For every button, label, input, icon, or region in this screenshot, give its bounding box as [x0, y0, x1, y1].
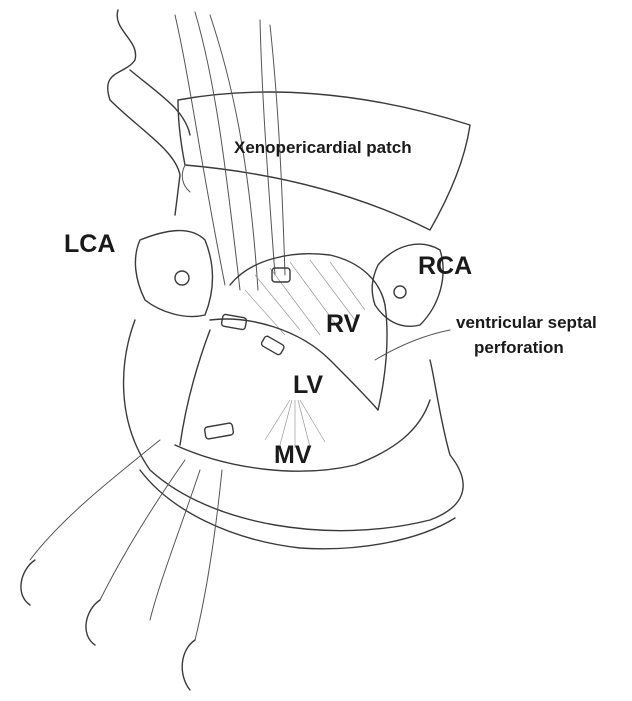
- mv-label: MV: [274, 443, 312, 468]
- suture-7: [100, 460, 185, 600]
- suture-6: [30, 440, 160, 560]
- rca-ostium: [394, 286, 406, 298]
- vsp-label-line2: perforation: [474, 339, 564, 356]
- hook-3: [182, 640, 195, 690]
- hook-2: [86, 600, 100, 645]
- pledget-1: [221, 314, 247, 330]
- xenopericardial-patch-label: Xenopericardial patch: [234, 139, 412, 156]
- hook-1: [21, 560, 35, 605]
- suture-9: [195, 470, 222, 640]
- lca-button: [135, 231, 212, 317]
- pledget-3: [204, 423, 234, 440]
- rv-dome: [230, 254, 385, 305]
- suture-8: [150, 470, 200, 620]
- lca-ostium: [175, 271, 189, 285]
- rca-label: RCA: [418, 254, 472, 279]
- lv-label: LV: [293, 373, 323, 398]
- pledget-2: [260, 335, 285, 356]
- aortic-root-lower: [140, 470, 455, 549]
- aortic-wall-upper: [108, 10, 180, 215]
- patch-fold: [182, 165, 190, 192]
- aortic-root-rim: [124, 320, 464, 531]
- rv-label: RV: [326, 312, 360, 337]
- vsp-label-line1: ventricular septal: [456, 314, 597, 331]
- lca-label: LCA: [64, 232, 115, 257]
- xenopericardial-patch-shape: [178, 92, 470, 230]
